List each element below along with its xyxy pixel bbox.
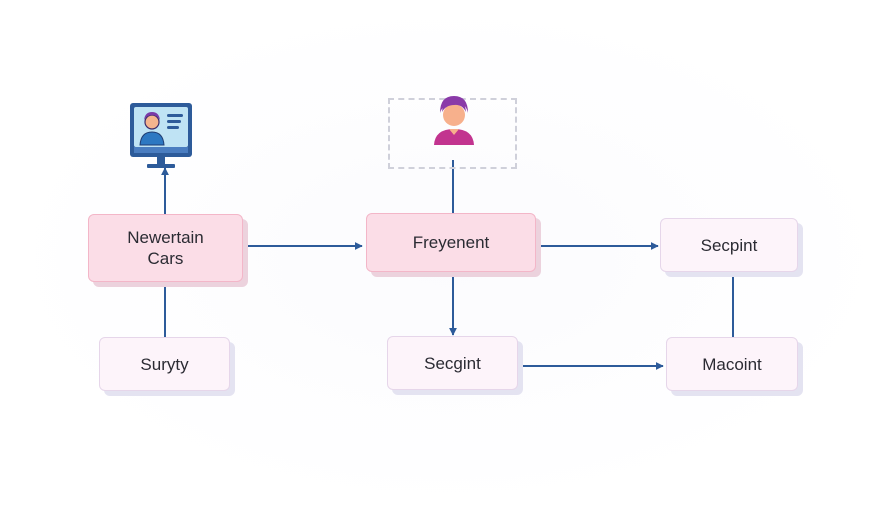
node-macoint[interactable]: Macoint <box>666 337 798 391</box>
computer-monitor-user-icon <box>130 103 192 168</box>
node-secpint[interactable]: Secpint <box>660 218 798 272</box>
node-secgint[interactable]: Secgint <box>387 336 518 390</box>
node-newertain-cars[interactable]: Newertain Cars <box>88 214 243 282</box>
node-suryty[interactable]: Suryty <box>99 337 230 391</box>
node-freyenent[interactable]: Freyenent <box>366 213 536 272</box>
person-user-icon <box>434 96 474 145</box>
